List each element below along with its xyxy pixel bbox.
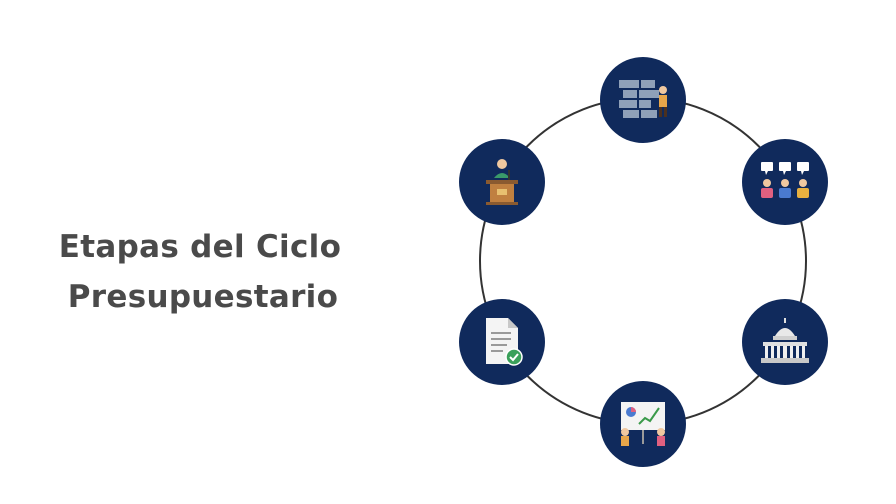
cycle-node-discussion [742,139,828,225]
title-line-1: Etapas del Ciclo [58,229,342,265]
cycle-node-execution [600,381,686,467]
capitol-building-icon [761,318,809,363]
cycle-node-approval [459,299,545,385]
approved-document-icon [486,318,523,366]
presenter-board-icon [619,80,667,118]
title-line-2: Presupuestario [67,279,339,315]
cycle-node-legislature [742,299,828,385]
presentation-chart-icon [621,402,665,446]
diagram-title: Etapas del Ciclo Presupuestario [0,222,400,322]
group-discussion-icon [761,162,809,198]
speaker-podium-icon [486,159,518,205]
cycle-node-planning [600,57,686,143]
cycle-node-proposal [459,139,545,225]
